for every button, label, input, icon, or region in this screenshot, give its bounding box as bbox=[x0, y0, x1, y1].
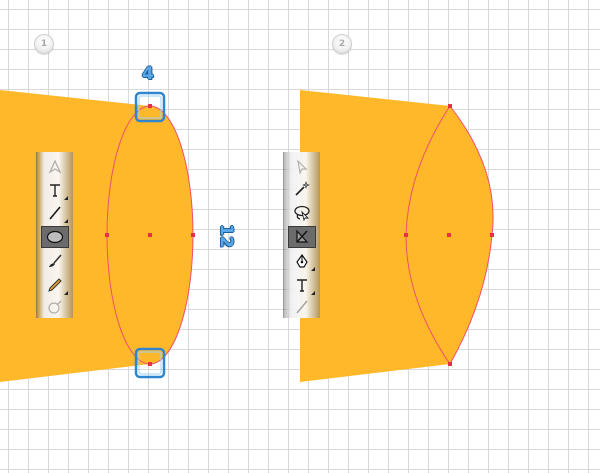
pen-tool-icon bbox=[48, 159, 62, 174]
ellipse-tool[interactable] bbox=[41, 226, 69, 248]
highlight-box-top-inner bbox=[138, 95, 162, 119]
line-segment-tool-icon bbox=[49, 206, 61, 220]
blob-brush-tool[interactable] bbox=[41, 296, 69, 318]
anchor-point-top[interactable] bbox=[448, 104, 452, 108]
highlight-box-top bbox=[134, 91, 166, 123]
orange-merged-shape[interactable] bbox=[300, 90, 494, 382]
ellipse-tool-icon bbox=[46, 230, 64, 244]
pencil-tool-icon bbox=[48, 278, 62, 292]
type-tool-icon bbox=[50, 184, 60, 197]
anchor-point-bottom[interactable] bbox=[148, 362, 152, 366]
dimension-label-12: 12 bbox=[215, 224, 236, 248]
tools-panel-left bbox=[36, 152, 73, 318]
line-segment-tool[interactable] bbox=[41, 202, 69, 224]
paintbrush-tool[interactable] bbox=[41, 250, 69, 272]
anchor-point-top[interactable] bbox=[148, 104, 152, 108]
flyout-indicator bbox=[64, 219, 68, 223]
flyout-indicator bbox=[311, 267, 315, 271]
highlight-box-bottom-inner bbox=[138, 351, 162, 375]
pencil-tool[interactable] bbox=[41, 274, 69, 296]
flyout-indicator bbox=[311, 291, 315, 295]
pen-tool[interactable] bbox=[41, 156, 69, 178]
flyout-indicator bbox=[64, 196, 68, 200]
type-tool[interactable] bbox=[41, 179, 69, 201]
paintbrush-tool-icon bbox=[49, 254, 62, 267]
flyout-indicator bbox=[64, 291, 68, 295]
anchor-point-right[interactable] bbox=[191, 233, 195, 237]
selection-tool[interactable] bbox=[288, 156, 316, 178]
magic-wand-tool[interactable] bbox=[288, 178, 316, 200]
anchor-point-left[interactable] bbox=[404, 233, 408, 237]
panel-1-artwork bbox=[0, 90, 195, 382]
lasso-tool[interactable] bbox=[288, 202, 316, 224]
arrow-tool-icon bbox=[297, 159, 308, 175]
step-1-badge: 1 bbox=[34, 34, 54, 54]
magic-wand-tool-icon bbox=[295, 181, 310, 196]
type-tool-icon bbox=[297, 279, 307, 292]
line-segment-tool-icon bbox=[296, 300, 308, 314]
direct-selection-tool-icon bbox=[296, 229, 309, 243]
type-tool[interactable] bbox=[288, 274, 316, 296]
step-2-badge: 2 bbox=[332, 34, 352, 54]
pen-tool[interactable] bbox=[288, 250, 316, 272]
anchor-point-left[interactable] bbox=[105, 233, 109, 237]
anchor-point-center[interactable] bbox=[148, 233, 152, 237]
panel-2-artwork bbox=[300, 90, 494, 382]
tools-panel-right bbox=[283, 152, 320, 318]
line-segment-tool[interactable] bbox=[288, 296, 316, 318]
anchor-point-right[interactable] bbox=[490, 233, 494, 237]
blob-brush-tool-icon bbox=[48, 300, 62, 314]
lasso-tool-icon bbox=[294, 205, 310, 221]
direct-selection-tool[interactable] bbox=[288, 226, 316, 248]
pen-tool-icon bbox=[296, 253, 308, 268]
dimension-label-4: 4 bbox=[142, 64, 154, 84]
anchor-point-bottom[interactable] bbox=[448, 362, 452, 366]
anchor-point-center[interactable] bbox=[447, 233, 451, 237]
highlight-box-bottom bbox=[134, 347, 166, 379]
